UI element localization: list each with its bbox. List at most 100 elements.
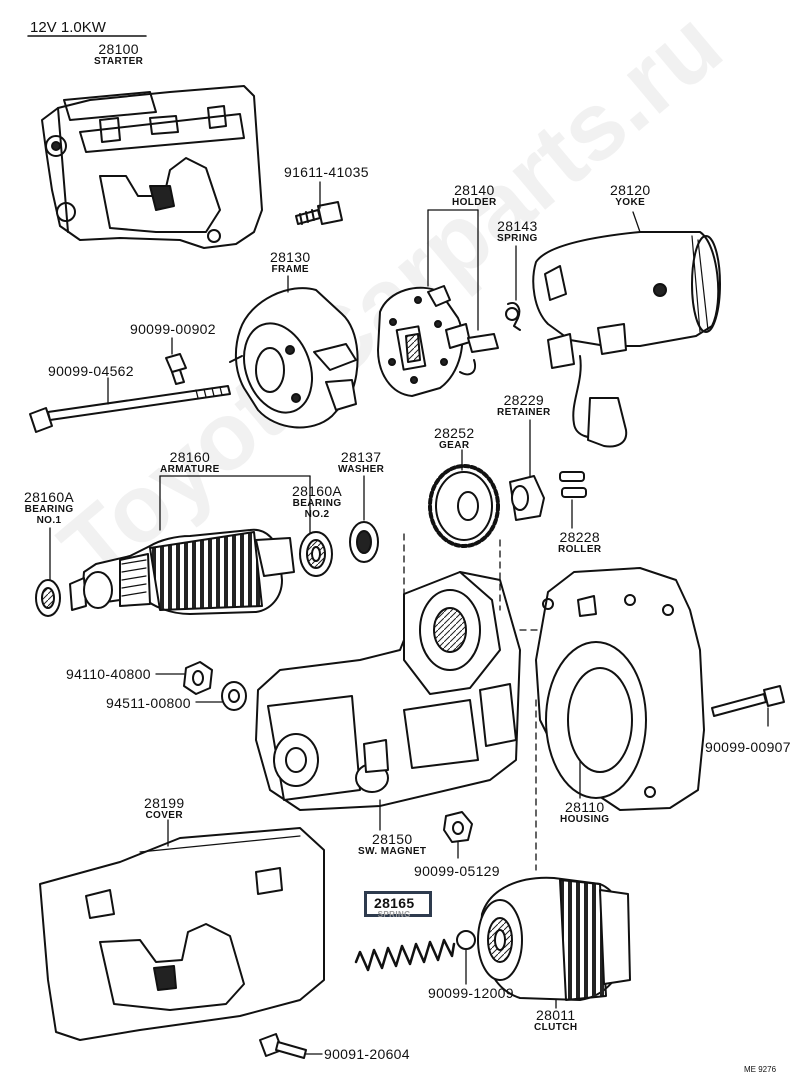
part-number: 28143 <box>497 218 538 234</box>
label-nut-90099-05129: 90099-05129 <box>414 864 500 878</box>
label-holder: 28140 HOLDER <box>452 183 497 208</box>
part-number: 90091-20604 <box>324 1046 410 1062</box>
label-sw-magnet: 28150 SW. MAGNET <box>358 832 426 857</box>
part-number: 28229 <box>503 392 544 408</box>
part-name: CLUTCH <box>534 1022 578 1033</box>
washer-28137-drawing <box>349 475 379 563</box>
part-number: 28252 <box>434 425 475 441</box>
label-spring-28165: 28165 SPRING <box>374 896 414 919</box>
part-number: 28100 <box>98 41 139 57</box>
diagram-code: ME 9276 <box>744 1065 777 1074</box>
bearing-no1-drawing <box>35 527 61 617</box>
nut-90099-05129-drawing <box>443 811 473 859</box>
label-washer-94511: 94511-00800 <box>106 696 191 710</box>
part-number: 90099-05129 <box>414 863 500 879</box>
part-number: 94110-40800 <box>66 666 151 682</box>
label-roller: 28228 ROLLER <box>558 530 602 555</box>
part-name: BEARING <box>24 504 74 515</box>
label-gear: 28252 GEAR <box>434 426 474 451</box>
part-name: ARMATURE <box>160 464 220 475</box>
part-number: 28160A <box>292 483 343 499</box>
part-name-sub: NO.2 <box>304 509 330 520</box>
label-frame: 28130 FRAME <box>270 250 310 275</box>
part-number: 90099-00907 <box>705 739 791 755</box>
steel-ball-drawing <box>456 930 476 985</box>
label-washer-28137: 28137 WASHER <box>338 450 384 475</box>
label-ball-90099-12009: 90099-12009 <box>428 986 514 1000</box>
label-housing: 28110 HOUSING <box>560 800 609 825</box>
label-bolt-90091-20604: 90091-20604 <box>324 1047 410 1061</box>
part-name: SW. MAGNET <box>358 846 427 857</box>
clutch-drawing <box>477 876 631 1009</box>
nut-94110-drawing <box>155 661 213 695</box>
part-number: 28150 <box>372 831 413 847</box>
part-name: GEAR <box>438 440 470 451</box>
part-name: SPRING <box>377 910 411 919</box>
part-name: ROLLER <box>558 544 602 555</box>
armature-drawing <box>69 475 311 615</box>
label-armature: 28160 ARMATURE <box>160 450 220 475</box>
part-number: 91611-41035 <box>284 164 369 180</box>
part-number: 28137 <box>340 449 382 465</box>
label-cover: 28199 COVER <box>144 796 184 821</box>
part-name: STARTER <box>94 56 144 67</box>
label-bearing-no2: 28160A BEARING NO.2 <box>292 484 342 520</box>
label-yoke: 28120 YOKE <box>610 183 650 208</box>
part-name: YOKE <box>615 197 646 208</box>
part-number: 28165 <box>374 895 415 911</box>
part-number: 28160 <box>169 449 211 465</box>
label-bolt-90099-04562: 90099-04562 <box>48 364 134 378</box>
part-number: 90099-04562 <box>48 363 134 379</box>
retainer-drawing <box>509 419 545 521</box>
part-name: HOUSING <box>560 814 610 825</box>
highlight-box <box>364 891 432 917</box>
yoke-drawing <box>532 211 721 448</box>
label-screw-90099-00902: 90099-00902 <box>130 322 216 336</box>
roller-drawing <box>559 471 587 529</box>
starter-assembly-drawing <box>41 85 263 249</box>
part-name-sub: NO.1 <box>36 515 62 526</box>
part-number: 28120 <box>610 182 651 198</box>
label-starter: 28100 STARTER <box>94 42 143 67</box>
label-bolt-91611: 91611-41035 <box>284 165 369 179</box>
part-number: 28110 <box>565 799 605 815</box>
part-name: HOLDER <box>452 197 497 208</box>
part-number: 28228 <box>559 529 600 545</box>
housing-drawing <box>535 567 705 811</box>
part-number: 28130 <box>270 249 311 265</box>
part-number: 28199 <box>144 795 185 811</box>
magnetic-switch-drawing <box>255 533 601 871</box>
bolt-90091-20604-drawing <box>259 1033 323 1059</box>
label-retainer: 28229 RETAINER <box>497 393 551 418</box>
label-bearing-no1: 28160A BEARING NO.1 <box>24 490 74 526</box>
return-spring-drawing <box>354 938 456 972</box>
bolt-90099-00907-drawing <box>711 685 785 727</box>
part-number: 94511-00800 <box>106 695 191 711</box>
spec-header: 12V 1.0KW <box>30 19 106 36</box>
screw-90099-00902-drawing <box>165 353 187 385</box>
brush-spring-drawing <box>505 302 521 331</box>
label-spring-28143: 28143 SPRING <box>497 219 538 244</box>
part-name: FRAME <box>271 264 309 275</box>
cover-drawing <box>39 819 325 1041</box>
part-name: RETAINER <box>497 407 551 418</box>
bolt-91611-drawing <box>295 201 343 225</box>
label-nut-94110: 94110-40800 <box>66 667 151 681</box>
part-name: COVER <box>145 810 183 821</box>
washer-94511-drawing <box>195 681 247 711</box>
part-name: SPRING <box>497 233 538 244</box>
label-clutch: 28011 CLUTCH <box>534 1008 578 1033</box>
part-number: 28011 <box>536 1007 576 1023</box>
frame-drawing <box>229 287 359 429</box>
bearing-no2-drawing <box>299 531 333 577</box>
part-name: WASHER <box>338 464 385 475</box>
label-bolt-90099-00907: 90099-00907 <box>705 740 791 754</box>
part-number: 90099-00902 <box>130 321 216 337</box>
brush-holder-drawing <box>377 209 517 397</box>
part-number: 28140 <box>454 182 495 198</box>
gear-drawing <box>428 464 500 548</box>
part-number: 90099-12009 <box>428 985 514 1001</box>
part-number: 28160A <box>24 489 75 505</box>
part-name: BEARING <box>292 498 342 509</box>
